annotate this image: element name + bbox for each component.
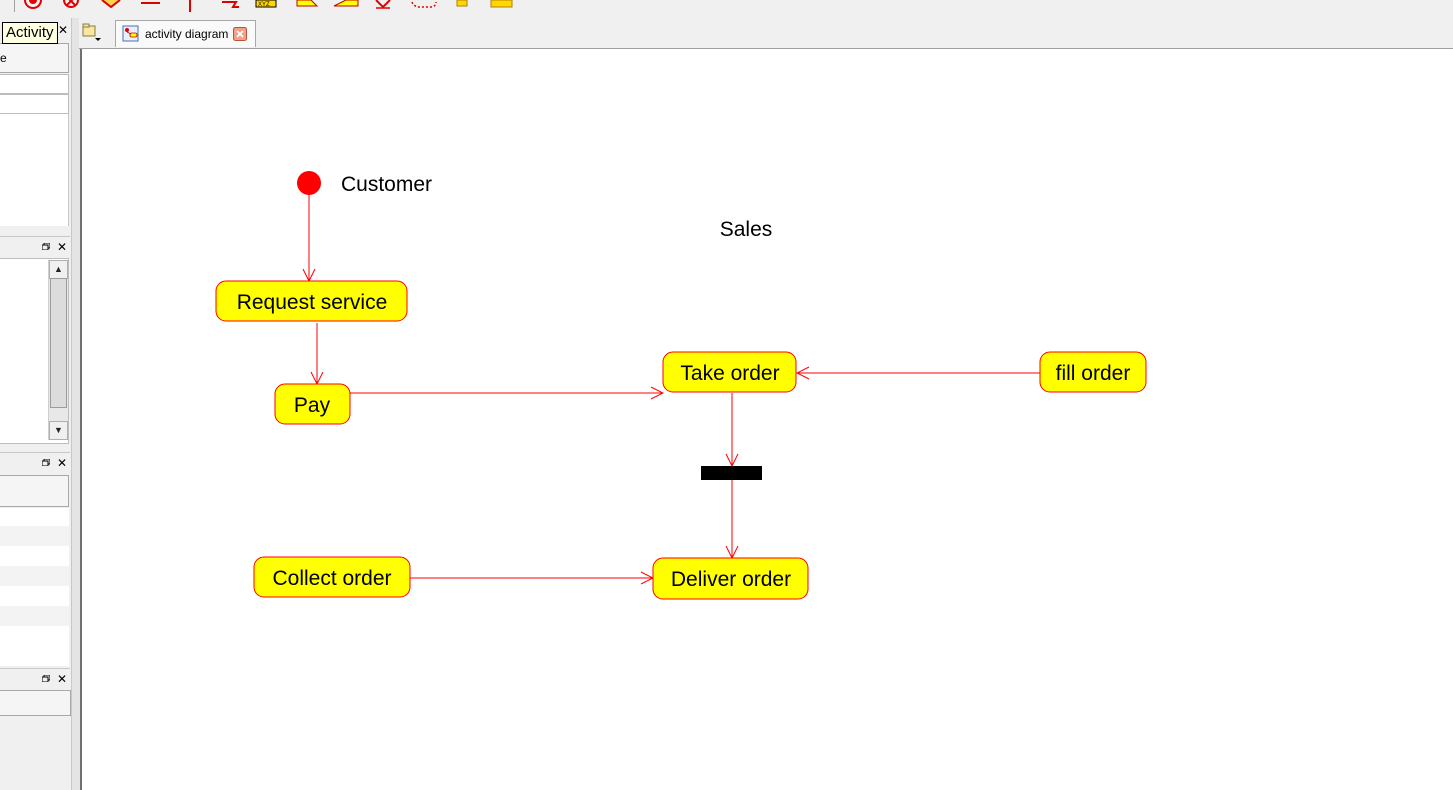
panel-field[interactable] xyxy=(0,475,69,507)
tooltip: Activity xyxy=(2,22,58,44)
left-dock-panels: Activity ✕ e ✕ ▲ ▼ ✕ ✕ xyxy=(0,18,76,790)
initial-node[interactable] xyxy=(297,171,321,195)
activity-fill-order[interactable]: fill order xyxy=(1039,351,1147,393)
list-row xyxy=(0,566,69,586)
list-row xyxy=(0,526,69,546)
activity-deliver-order[interactable]: Deliver order xyxy=(652,557,809,600)
properties-row xyxy=(0,94,69,114)
activity-label: Deliver order xyxy=(671,568,791,591)
activity-diagram-icon xyxy=(122,25,139,42)
panel-field[interactable] xyxy=(0,690,71,716)
activity-label: Request service xyxy=(237,291,388,314)
diagram-toolbar: XYZ xyxy=(0,0,1453,18)
partition-sales[interactable]: Sales xyxy=(720,218,773,241)
diagram-tab-bar: activity diagram xyxy=(79,18,1453,49)
activity-diagram: Customer Sales Request service Pay Take … xyxy=(215,171,1147,600)
properties-row xyxy=(0,74,69,94)
activity-label: Pay xyxy=(294,394,331,417)
scrollbar[interactable]: ▲ ▼ xyxy=(48,260,68,440)
close-icon[interactable]: ✕ xyxy=(57,456,68,470)
restore-icon[interactable] xyxy=(42,675,50,682)
svg-text:XYZ: XYZ xyxy=(258,2,270,8)
tab-label: activity diagram xyxy=(145,27,229,41)
close-icon[interactable]: ✕ xyxy=(58,23,69,37)
scroll-thumb[interactable] xyxy=(50,278,67,408)
restore-icon[interactable] xyxy=(42,459,50,466)
list-row xyxy=(0,606,69,626)
restore-icon[interactable] xyxy=(42,243,50,250)
activity-request-service[interactable]: Request service xyxy=(215,280,408,322)
activity-label: Take order xyxy=(680,362,779,385)
toolbar-icons[interactable]: XYZ xyxy=(0,0,530,18)
tab-close-icon[interactable] xyxy=(233,27,248,41)
properties-field-text: e xyxy=(0,51,7,65)
scroll-up-icon[interactable]: ▲ xyxy=(49,260,68,279)
panel-header: ✕ xyxy=(0,452,70,471)
activity-take-order[interactable]: Take order xyxy=(662,351,797,393)
activity-collect-order[interactable]: Collect order xyxy=(253,556,411,598)
activity-label: Collect order xyxy=(272,567,391,590)
diagram-list-dropdown-icon[interactable] xyxy=(81,21,103,43)
panel-header: ✕ xyxy=(0,236,70,255)
partition-customer[interactable]: Customer xyxy=(341,173,432,196)
diagram-canvas[interactable]: Customer Sales Request service Pay Take … xyxy=(80,49,1453,790)
scroll-down-icon[interactable]: ▼ xyxy=(49,421,68,440)
activity-label: fill order xyxy=(1056,362,1131,385)
activity-pay[interactable]: Pay xyxy=(274,383,351,425)
close-icon[interactable]: ✕ xyxy=(57,672,68,686)
properties-area xyxy=(0,114,69,226)
toolbar-separator xyxy=(14,0,15,12)
panel-header: ✕ xyxy=(0,668,70,687)
tab-activity-diagram[interactable]: activity diagram xyxy=(115,20,257,47)
close-icon[interactable]: ✕ xyxy=(57,240,68,254)
fork-bar[interactable] xyxy=(701,466,762,480)
properties-field[interactable]: e xyxy=(0,43,69,73)
